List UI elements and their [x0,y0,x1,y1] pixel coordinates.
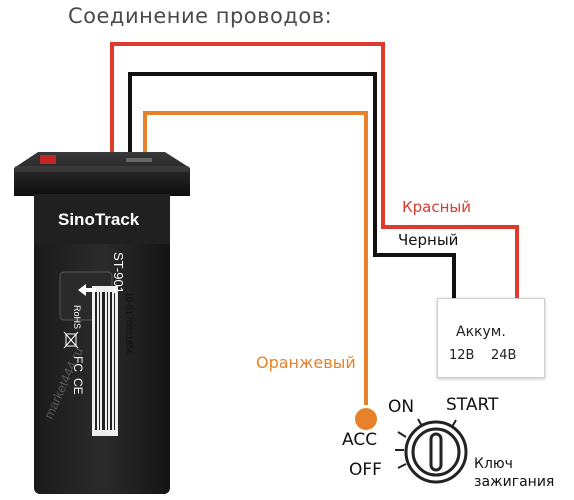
ignition-start-label: START [446,395,499,415]
red-wire [110,42,519,306]
red-wire-label: Красный [402,198,472,216]
rohs-mark: RoHS [72,305,82,329]
fc-mark: FC [71,356,85,372]
device-serial: 10-9170831856 [124,292,134,355]
ignition-key-label-2: зажигания [474,474,555,490]
battery-name: Аккум. [456,324,506,340]
orange-wire [143,111,368,405]
battery-box [437,298,545,378]
orange-wire-terminal [355,408,377,430]
black-wire-label: Черный [398,231,459,249]
battery-24v: 24В [491,348,517,363]
device-brand: SinoTrack [58,210,140,229]
ignition-on-label: ON [388,397,415,417]
ignition-off-label: OFF [349,460,382,480]
gps-tracker-device: SinoTrack ST-901 10-9170831856 RoHS FC C… [14,152,190,494]
weee-bin-icon [63,331,79,349]
ignition-switch [395,418,468,484]
ce-mark: CE [71,378,85,395]
ignition-key-label-1: Ключ [474,456,513,472]
ignition-acc-label: ACC [342,430,378,450]
arrow-icon [78,284,96,296]
device-model: ST-901 [111,252,126,294]
black-wire [128,72,456,306]
orange-wire-label: Оранжевый [256,353,356,372]
battery-12v: 12В [449,348,475,363]
diagram-title: Соединение проводов: [68,4,333,28]
